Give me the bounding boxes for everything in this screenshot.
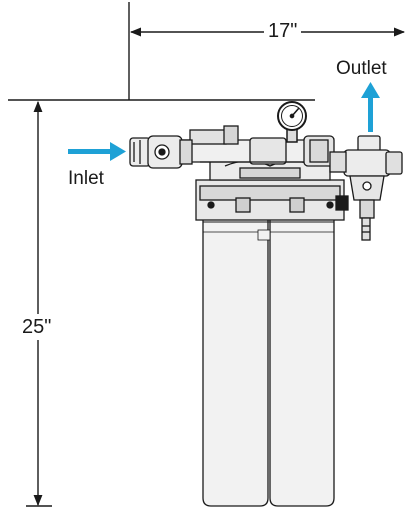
outlet-label: Outlet [336, 58, 387, 79]
filter-cartridge-left [202, 204, 269, 507]
filter-cartridge-right [269, 204, 335, 507]
inlet-label: Inlet [68, 168, 104, 189]
height-dimension-label: 25" [20, 314, 54, 340]
outlet-arrow-icon [361, 82, 380, 132]
inlet-valve [129, 135, 193, 169]
inlet-arrow-icon [68, 142, 126, 161]
filter-cartridges [202, 204, 335, 507]
outlet-assembly [329, 135, 403, 241]
pressure-gauge-icon [277, 101, 307, 143]
mounting-bracket [195, 159, 345, 221]
width-dimension [128, 2, 406, 100]
height-dimension [8, 99, 315, 507]
width-dimension-label: 17" [264, 20, 302, 42]
manifold [179, 125, 335, 167]
